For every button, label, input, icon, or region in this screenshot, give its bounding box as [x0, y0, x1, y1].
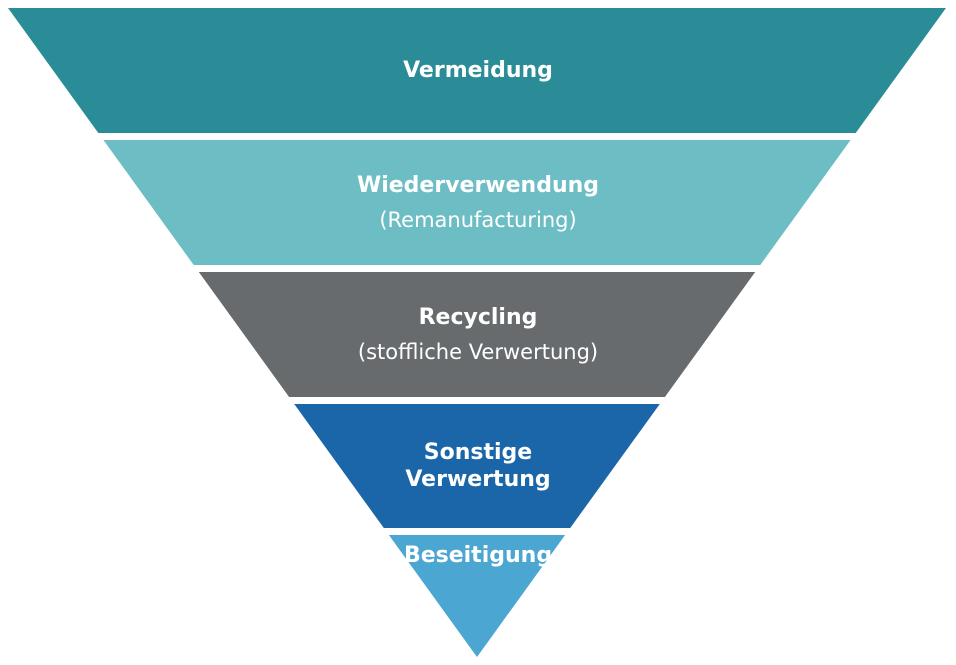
pyramid-level-shape-beseitigung	[388, 535, 566, 657]
pyramid-level-shape-wiederverwendung	[103, 140, 851, 265]
pyramid-level-shape-sonstige-verwertung	[294, 404, 660, 528]
pyramid-level-shape-vermeidung	[8, 8, 946, 133]
pyramid-level-shape-recycling	[198, 272, 756, 397]
